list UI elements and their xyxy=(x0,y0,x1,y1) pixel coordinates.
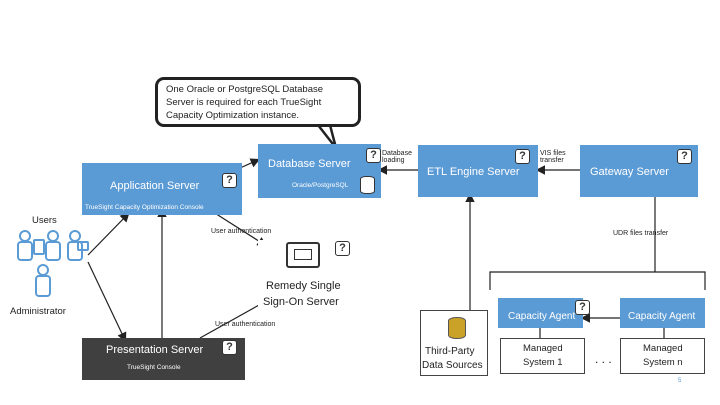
callout-line-2: Server is required for each TrueSight xyxy=(166,97,322,108)
administrator-label: Administrator xyxy=(10,306,66,317)
third-party-line-1: Third-Party xyxy=(425,346,475,357)
vis-transfer-line-2: transfer xyxy=(540,157,564,164)
callout-line-1: One Oracle or PostgreSQL Database xyxy=(166,84,324,95)
etl-engine-title: ETL Engine Server xyxy=(427,166,520,178)
capacity-agent-2-title: Capacity Agent xyxy=(628,311,696,322)
database-stack-icon xyxy=(448,317,466,339)
database-server-help-icon[interactable]: ? xyxy=(366,148,381,163)
presentation-server-box[interactable]: Presentation Server TrueSight Console xyxy=(82,338,245,380)
remedy-line-2: Sign-On Server xyxy=(263,296,339,308)
users-label: Users xyxy=(32,215,57,226)
etl-engine-help-icon[interactable]: ? xyxy=(515,149,530,164)
vis-transfer-line-1: VIS files xyxy=(540,150,566,157)
etl-engine-server-box[interactable]: ETL Engine Server xyxy=(418,145,538,197)
callout-line-3: Capacity Optimization instance. xyxy=(166,110,300,121)
third-party-box[interactable]: Third-Party Data Sources xyxy=(420,310,488,376)
page-number: 5 xyxy=(678,378,682,384)
remedy-help-icon[interactable]: ? xyxy=(335,241,350,256)
capacity-agent-1-box[interactable]: Capacity Agent xyxy=(498,298,583,328)
managed-system-1-box[interactable]: Managed System 1 xyxy=(500,338,585,374)
presentation-help-icon[interactable]: ? xyxy=(222,340,237,355)
managed-1-line-2: System 1 xyxy=(523,357,563,368)
application-server-title: Application Server xyxy=(110,180,200,192)
managed-n-line-1: Managed xyxy=(643,343,683,354)
presentation-server-title: Presentation Server xyxy=(106,344,204,356)
user-auth-top-label: User authentication xyxy=(211,228,272,235)
database-server-title: Database Server xyxy=(268,158,351,170)
capacity-agent-help-icon[interactable]: ? xyxy=(575,300,590,315)
remedy-sso-box[interactable]: Remedy Single Sign-On Server xyxy=(258,240,348,312)
ellipsis: . . . xyxy=(595,352,612,366)
vis-transfer-label: VIS files transfer xyxy=(540,150,566,164)
application-server-box[interactable]: Application Server TrueSight Capacity Op… xyxy=(82,163,242,215)
users-icon xyxy=(15,228,90,300)
database-server-sub: Oracle/PostgreSQL xyxy=(292,182,349,189)
managed-1-line-1: Managed xyxy=(523,343,563,354)
database-loading-line-2: loading xyxy=(382,157,405,164)
third-party-line-2: Data Sources xyxy=(422,360,483,371)
presentation-server-console: TrueSight Console xyxy=(127,364,181,371)
user-auth-bottom-label: User authentication xyxy=(215,321,276,328)
gateway-title: Gateway Server xyxy=(590,166,669,178)
gateway-help-icon[interactable]: ? xyxy=(677,149,692,164)
capacity-agent-2-box[interactable]: Capacity Agent xyxy=(620,298,705,328)
managed-n-line-2: System n xyxy=(643,357,683,368)
application-server-help-icon[interactable]: ? xyxy=(222,173,237,188)
remedy-icon xyxy=(286,242,320,268)
callout-note: One Oracle or PostgreSQL Database Server… xyxy=(155,77,361,127)
udr-transfer-label: UDR files transfer xyxy=(613,230,669,237)
database-loading-label: Database loading xyxy=(382,150,412,164)
application-server-console: TrueSight Capacity Optimization Console xyxy=(85,204,204,211)
remedy-line-1: Remedy Single xyxy=(266,280,341,292)
database-server-box[interactable]: Database Server Oracle/PostgreSQL xyxy=(258,144,381,198)
database-icon xyxy=(360,176,375,194)
database-loading-line-1: Database xyxy=(382,150,412,157)
managed-system-n-box[interactable]: Managed System n xyxy=(620,338,705,374)
capacity-agent-1-title: Capacity Agent xyxy=(508,311,576,322)
